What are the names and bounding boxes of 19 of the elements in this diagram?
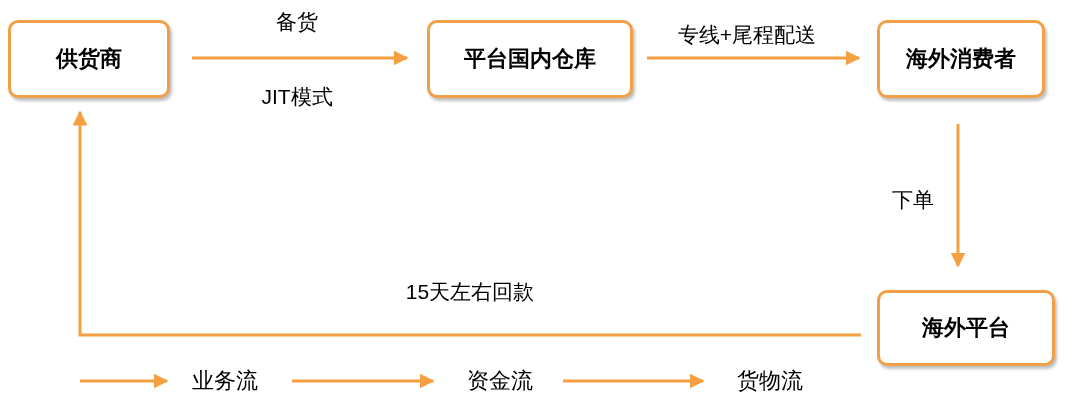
edge-label: 15天左右回款 <box>405 279 535 305</box>
edge-label: 专线+尾程配送 <box>677 22 817 48</box>
arrow <box>647 50 861 66</box>
arrow <box>80 373 169 389</box>
arrow <box>563 373 705 389</box>
process-box: 平台国内仓库 <box>427 20 633 98</box>
flow-label: 货物流 <box>715 365 825 397</box>
process-box: 海外平台 <box>877 290 1055 366</box>
arrow <box>292 373 435 389</box>
process-box: 供货商 <box>8 20 170 98</box>
arrow <box>192 50 409 66</box>
process-box: 海外消费者 <box>877 20 1045 98</box>
flow-label: 业务流 <box>170 365 280 397</box>
arrow <box>950 124 966 268</box>
edge-label: 下单 <box>892 187 934 213</box>
arrow <box>72 110 861 337</box>
edge-label: 备货 <box>276 9 318 35</box>
note-text: JIT模式 <box>261 84 333 110</box>
flow-label: 资金流 <box>445 365 555 397</box>
